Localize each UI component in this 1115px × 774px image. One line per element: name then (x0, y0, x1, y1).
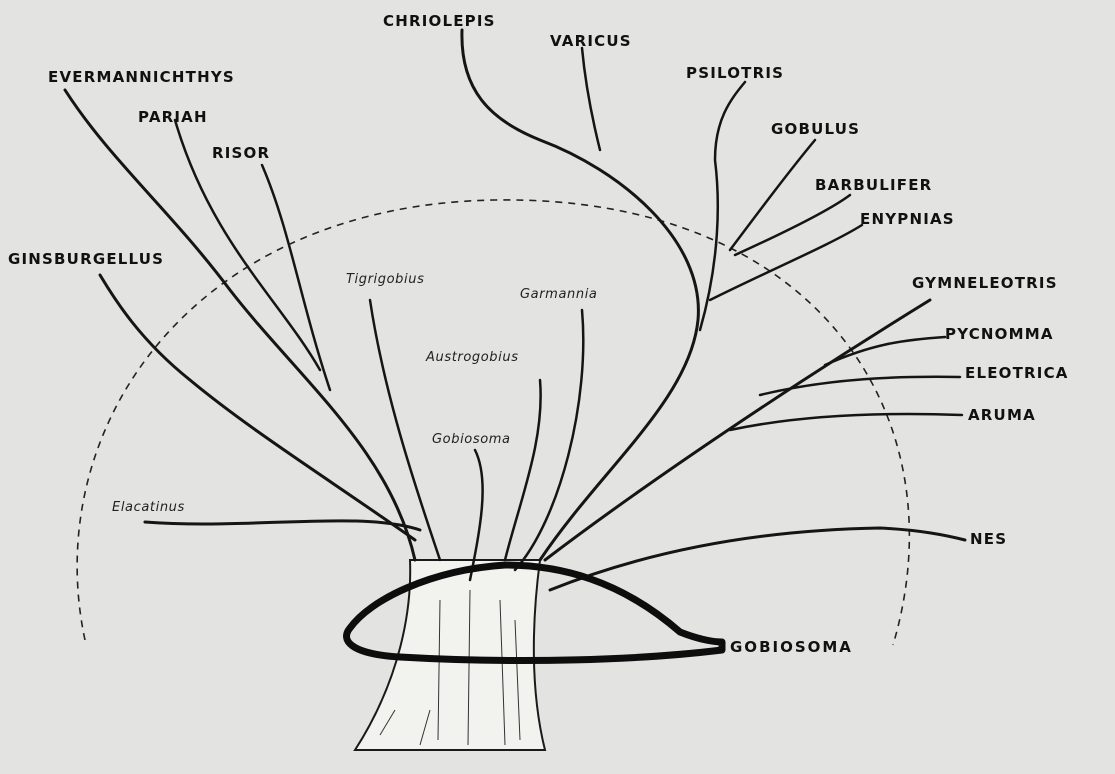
label-aruma: ARUMA (968, 406, 1036, 424)
label-ginsburgellus: GINSBURGELLUS (8, 250, 164, 268)
label-garmannia: Garmannia (520, 287, 597, 302)
label-eleotrica: ELEOTRICA (965, 364, 1069, 382)
branch-elacatinus (145, 521, 420, 530)
branch-varicus (582, 48, 600, 150)
branch-eleotrica (760, 377, 960, 395)
label-varicus: VARICUS (550, 32, 632, 50)
label-psilotris: PSILOTRIS (686, 64, 784, 82)
label-austrogobius: Austrogobius (426, 350, 519, 365)
label-gobiosoma-subgenus: Gobiosoma (432, 432, 511, 447)
branch-aruma (730, 414, 962, 430)
label-pycnomma: PYCNOMMA (945, 325, 1054, 343)
branch-risor (262, 165, 330, 390)
label-pariah: PARIAH (138, 108, 208, 126)
branch-nes (550, 528, 965, 590)
label-gobulus: GOBULUS (771, 120, 860, 138)
label-gymneleotris: GYMNELEOTRIS (912, 274, 1058, 292)
label-evermannichthys: EVERMANNICHTHYS (48, 68, 235, 86)
label-barbulifer: BARBULIFER (815, 176, 932, 194)
branch-garmannia (515, 310, 583, 570)
branch-austrogobius (505, 380, 541, 560)
label-nes: NES (970, 530, 1007, 548)
branch-gobulus (730, 140, 815, 250)
label-enypnias: ENYPNIAS (860, 210, 955, 228)
branch-barbulifer (735, 195, 850, 255)
label-chriolepis: CHRIOLEPIS (383, 12, 496, 30)
label-elacatinus: Elacatinus (112, 500, 185, 515)
branch-enypnias (710, 225, 862, 300)
label-tigrigobius: Tigrigobius (346, 272, 424, 287)
label-gobiosoma-trunk: GOBIOSOMA (730, 638, 853, 656)
branch-gymneleotris (545, 300, 930, 560)
branch-pycnomma (825, 337, 945, 365)
label-risor: RISOR (212, 144, 270, 162)
